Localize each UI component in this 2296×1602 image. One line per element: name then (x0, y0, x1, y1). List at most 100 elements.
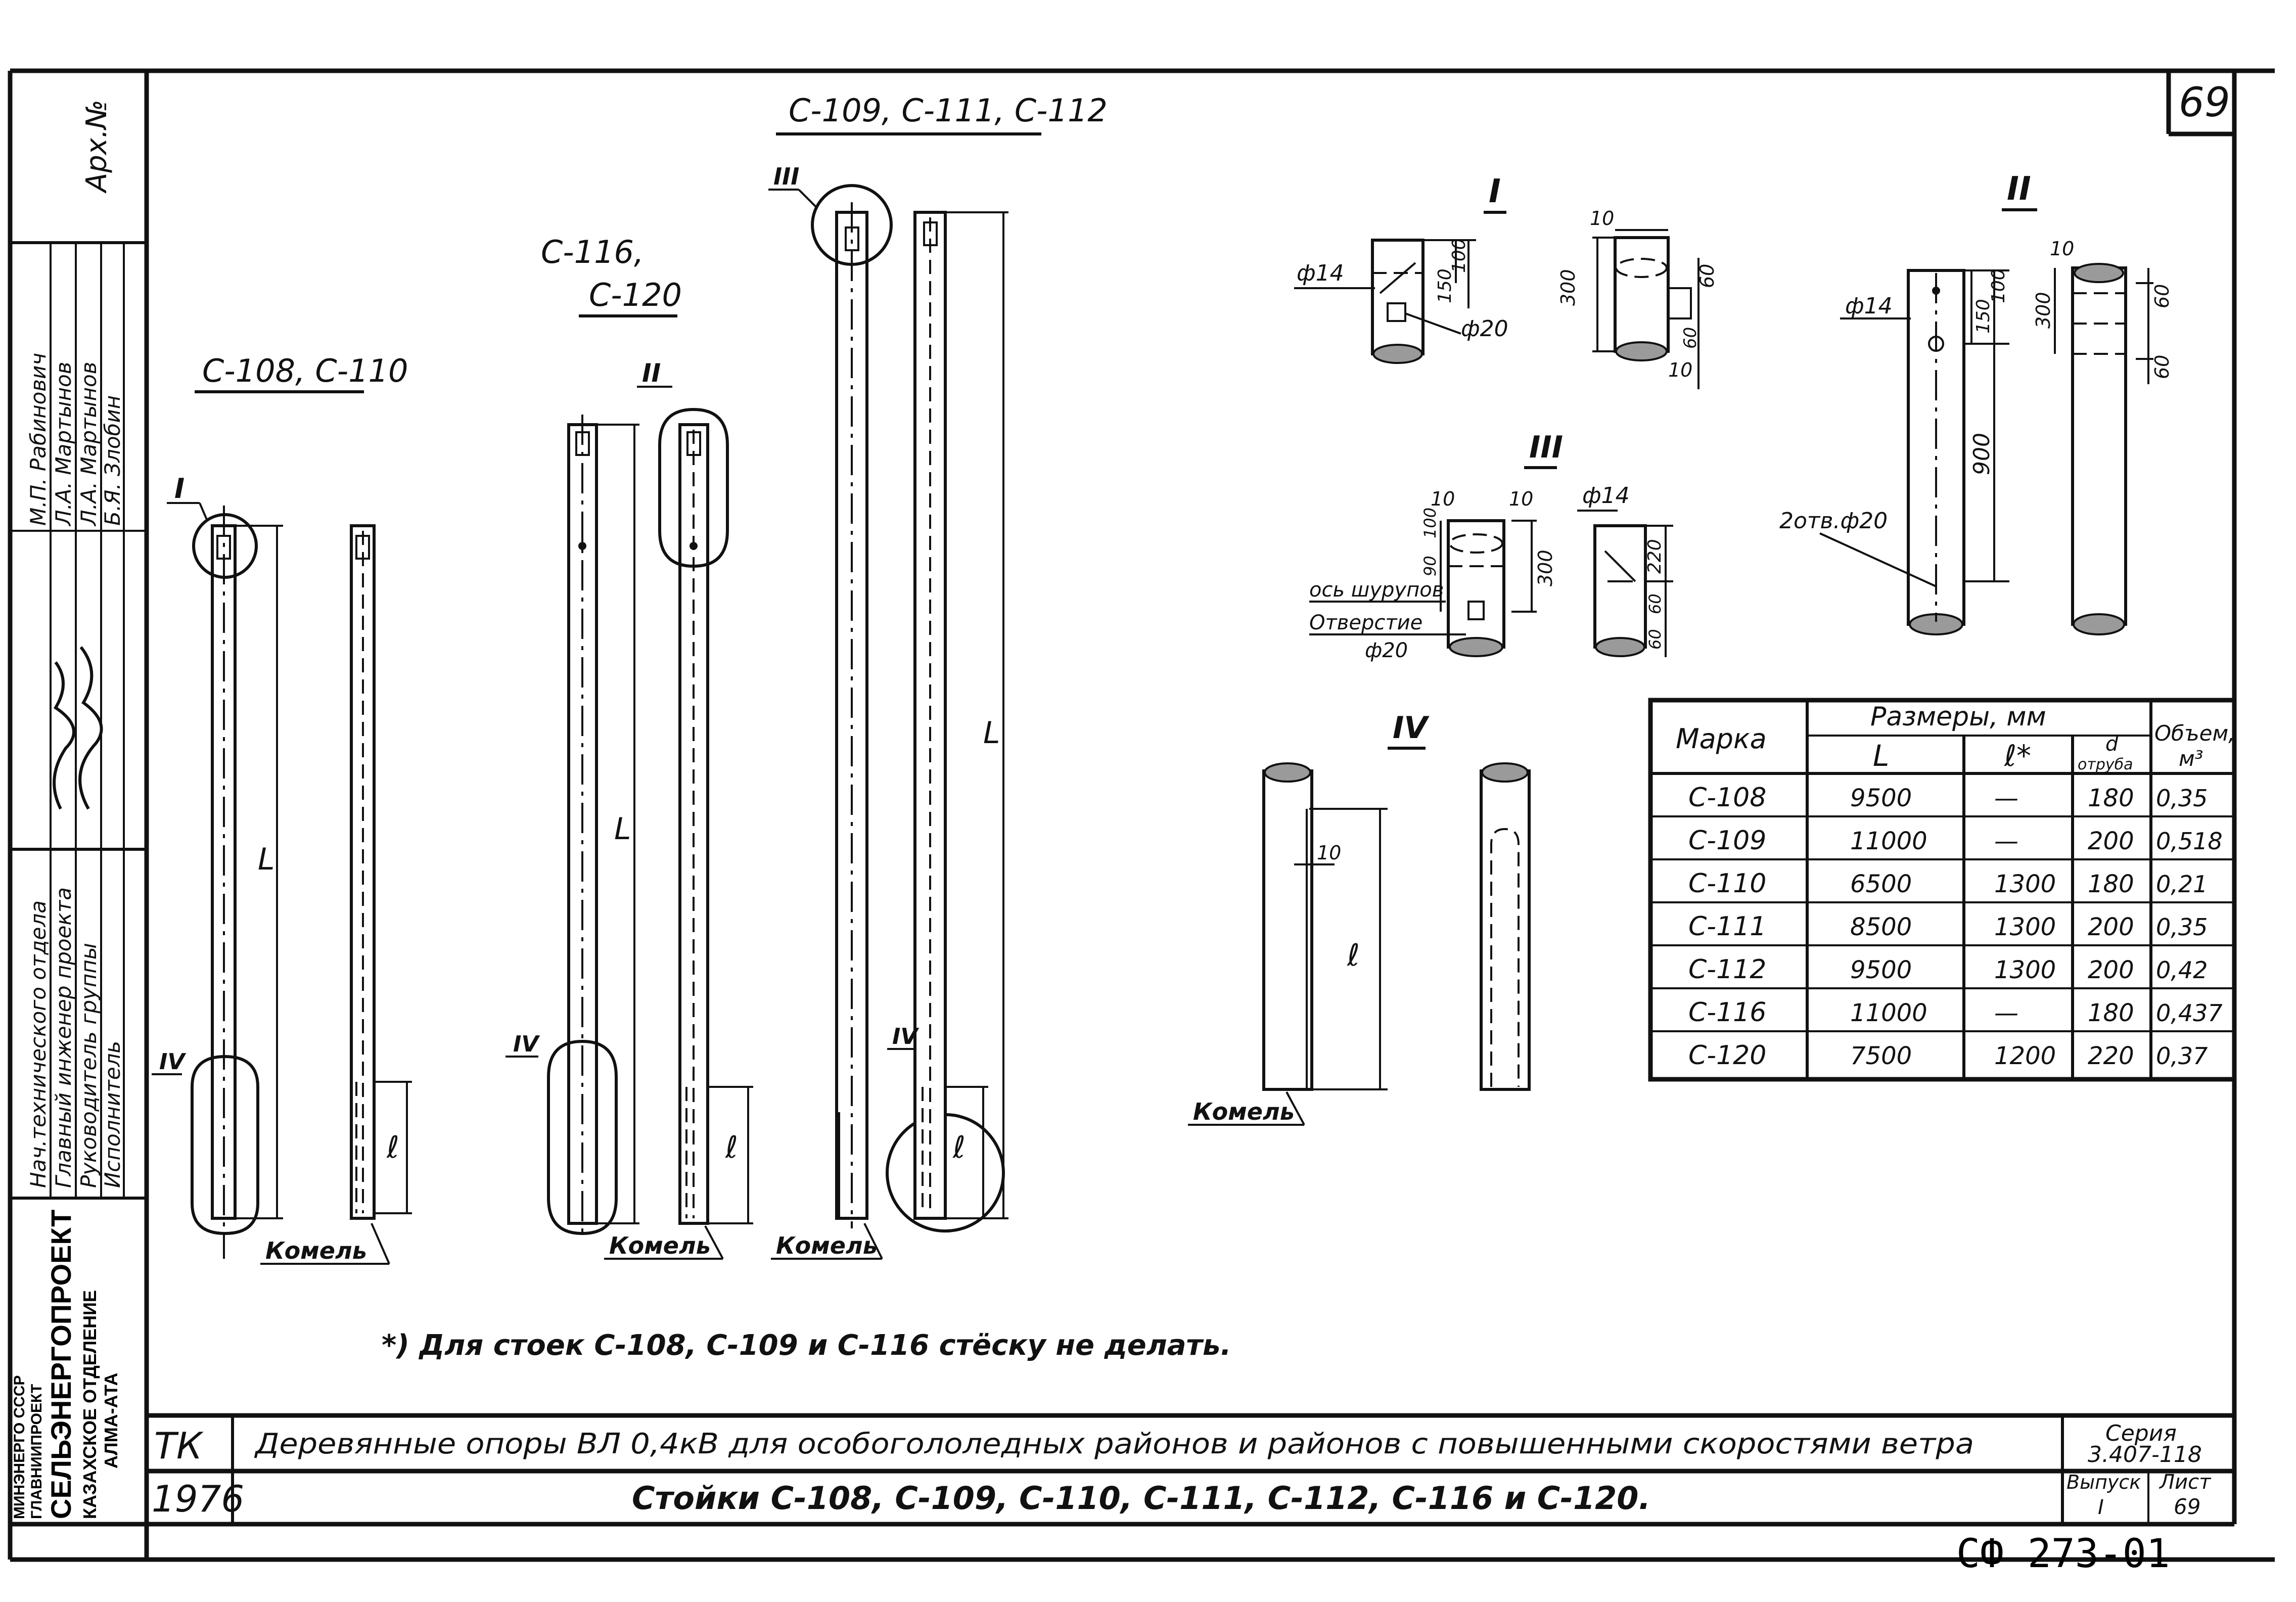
svg-text:ф14: ф14 (1582, 483, 1630, 509)
table-cell-v: 0,37 (2156, 1042, 2208, 1070)
g2-L-label: L (614, 811, 631, 847)
table-header-dims: Размеры, мм (1870, 702, 2046, 732)
g2-mark-IV: IV (513, 1031, 540, 1057)
tb-sheet-label: Лист (2159, 1471, 2212, 1494)
tb-year: 1976 (152, 1478, 244, 1520)
tb-series: 3.407-118 (2088, 1442, 2202, 1468)
pole-c120 (658, 407, 753, 1225)
table-cell-d: 220 (2088, 1042, 2134, 1070)
svg-text:60: 60 (2151, 284, 2173, 308)
table-cell-L: 6500 (1850, 870, 1912, 898)
svg-text:100: 100 (1449, 238, 1470, 273)
tb-issue: I (2098, 1496, 2104, 1519)
table-cell-v: 0,437 (2156, 999, 2223, 1027)
pole-c116 (547, 415, 639, 1235)
table-cell-mark: С-109 (1688, 826, 1766, 856)
tb-title2: Стойки С-108, С-109, С-110, С-111, С-112… (632, 1480, 1650, 1517)
table-cell-L: 11000 (1850, 999, 1927, 1027)
table-header-d2: отруба (2078, 756, 2133, 773)
g3-komel: Комель (776, 1232, 878, 1259)
table-cell-v: 0,518 (2156, 828, 2223, 855)
role-2: Главный инженер проекта (51, 887, 76, 1188)
svg-text:II: II (2007, 170, 2031, 208)
table-cell-v: 0,21 (2156, 871, 2208, 898)
org-glav: ГЛАВНИИПРОЕКТ (28, 1384, 45, 1519)
org-ministry: МИНЭНЕРГО СССР (11, 1375, 28, 1519)
svg-text:900: 900 (1969, 433, 1995, 475)
table-cell-d: 200 (2088, 956, 2134, 984)
table-cell-v: 0,35 (2156, 913, 2208, 941)
svg-text:ф14: ф14 (1297, 260, 1344, 286)
table-cell-d: 180 (2088, 999, 2134, 1027)
svg-text:300: 300 (1534, 550, 1556, 586)
detail-I: I ф14 ф20 150 100 10 300 60 60 10 (1294, 173, 1718, 389)
g2-l-label: ℓ (725, 1130, 738, 1165)
svg-text:300: 300 (2032, 292, 2054, 329)
table-cell-mark: С-120 (1688, 1040, 1766, 1071)
table-cell-L: 7500 (1850, 1042, 1912, 1070)
name-3: Л.А. Мартынов (76, 361, 101, 527)
note-text: *) Для стоек С-108, С-109 и С-116 стёску… (382, 1329, 1231, 1362)
svg-text:100: 100 (1988, 268, 2009, 303)
table-cell-v: 0,35 (2156, 785, 2208, 812)
svg-text:60: 60 (2151, 355, 2173, 379)
tb-issue-label: Выпуск (2067, 1471, 2141, 1493)
svg-text:60: 60 (1645, 593, 1665, 614)
org-branch: КАЗАХСКОЕ ОТДЕЛЕНИЕ (79, 1290, 100, 1519)
svg-text:60: 60 (1645, 629, 1665, 650)
svg-text:10: 10 (1509, 488, 1533, 510)
table-cell-L: 9500 (1850, 956, 1912, 984)
svg-text:10: 10 (2050, 238, 2074, 260)
name-1: М.П. Рабинович (26, 353, 51, 526)
group2-title-a: С-116, (541, 234, 644, 270)
table-cell-mark: С-111 (1688, 911, 1766, 942)
table-cell-L: 11000 (1850, 827, 1927, 855)
svg-text:10: 10 (1317, 842, 1341, 864)
table-header-mark: Марка (1676, 723, 1767, 755)
svg-text:III: III (1529, 430, 1563, 465)
table-cell-mark: С-116 (1688, 997, 1766, 1028)
g3-mark-IV: IV (892, 1024, 919, 1049)
table-cell-d: 200 (2088, 913, 2134, 941)
svg-text:ф20: ф20 (1365, 639, 1408, 662)
svg-text:I: I (1489, 173, 1501, 210)
table-cell-mark: С-108 (1688, 783, 1766, 813)
tb-series-label: Серия (2105, 1421, 2177, 1446)
detail-III: III 10 10 90 100 300 ось шурупов Отверст… (1309, 430, 1673, 662)
g1-mark-IV: IV (159, 1049, 186, 1075)
table-cell-l: 1300 (1994, 870, 2056, 898)
table-header-L: L (1873, 739, 1889, 773)
table-cell-d: 180 (2088, 870, 2134, 898)
g2-komel: Комель (609, 1232, 711, 1259)
g1-L-label: L (258, 842, 274, 877)
page-number: 69 (2179, 79, 2230, 126)
name-2: Л.А. Мартынов (51, 361, 76, 527)
svg-text:2отв.ф20: 2отв.ф20 (1779, 508, 1888, 534)
role-4: Исполнитель (100, 1041, 125, 1188)
tb-tk: ТК (154, 1425, 204, 1467)
svg-text:10: 10 (1590, 207, 1614, 230)
svg-text:ось шурупов: ось шурупов (1309, 578, 1444, 602)
table-cell-l: — (1994, 827, 2018, 855)
svg-text:ф14: ф14 (1845, 293, 1893, 319)
g1-komel: Комель (265, 1237, 367, 1264)
svg-text:150: 150 (1973, 299, 1994, 334)
svg-text:60: 60 (1696, 264, 1718, 288)
table-cell-mark: С-112 (1688, 954, 1766, 985)
group1-title: С-108, С-110 (202, 352, 408, 389)
svg-text:Комель: Комель (1193, 1098, 1295, 1125)
detail-IV: IV 10 ℓ Комель (1188, 710, 1531, 1126)
table-cell-l: 1300 (1994, 913, 2056, 941)
g3-L-label: L (983, 715, 1000, 751)
g1-l-label: ℓ (386, 1130, 399, 1165)
table-cell-d: 200 (2088, 827, 2134, 855)
archive-stamp: СФ 273-01 (1956, 1531, 2170, 1577)
org-name: СЕЛЬЭНЕРГОПРОЕКТ (45, 1210, 77, 1519)
pole-c109 (811, 184, 1005, 1232)
pole-c108 (191, 506, 283, 1259)
svg-text:100: 100 (1420, 508, 1440, 538)
table-cell-l: 1200 (1994, 1042, 2056, 1070)
svg-text:90: 90 (1420, 556, 1440, 576)
table-header-l: ℓ* (2004, 739, 2031, 773)
svg-text:220: 220 (1644, 539, 1665, 574)
